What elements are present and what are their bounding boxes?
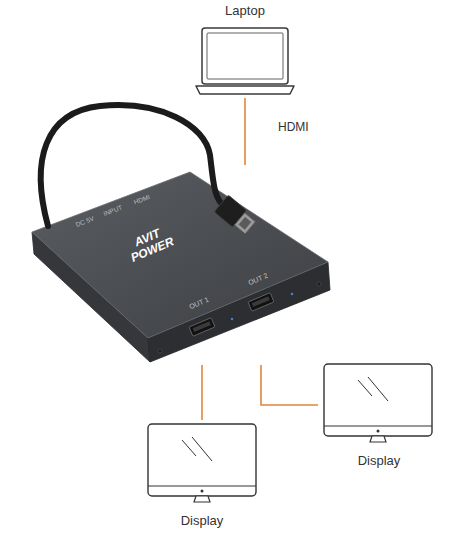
display-node: Display bbox=[318, 360, 440, 472]
laptop-icon bbox=[196, 28, 294, 94]
monitor-icon bbox=[148, 424, 256, 502]
device-label: Display bbox=[140, 514, 264, 528]
display-node: Display bbox=[140, 420, 264, 532]
connector-label: HDMI bbox=[276, 121, 311, 134]
laptop-node: Laptop bbox=[185, 0, 305, 98]
cable-connector bbox=[201, 365, 203, 420]
device-label: Display bbox=[318, 454, 440, 468]
splitter-device bbox=[32, 172, 330, 362]
cable-connector bbox=[244, 98, 246, 165]
splitter-node: AVIT POWER bbox=[30, 165, 332, 365]
monitor-icon bbox=[324, 364, 432, 442]
hdmi-port bbox=[248, 293, 274, 312]
cable-connector bbox=[261, 365, 318, 405]
hdmi-port bbox=[189, 318, 215, 337]
device-label: Laptop bbox=[185, 4, 305, 18]
brand-logo: AVIT POWER bbox=[122, 222, 178, 266]
hdmi-cable bbox=[41, 105, 221, 226]
hdmi-plug bbox=[214, 195, 257, 236]
